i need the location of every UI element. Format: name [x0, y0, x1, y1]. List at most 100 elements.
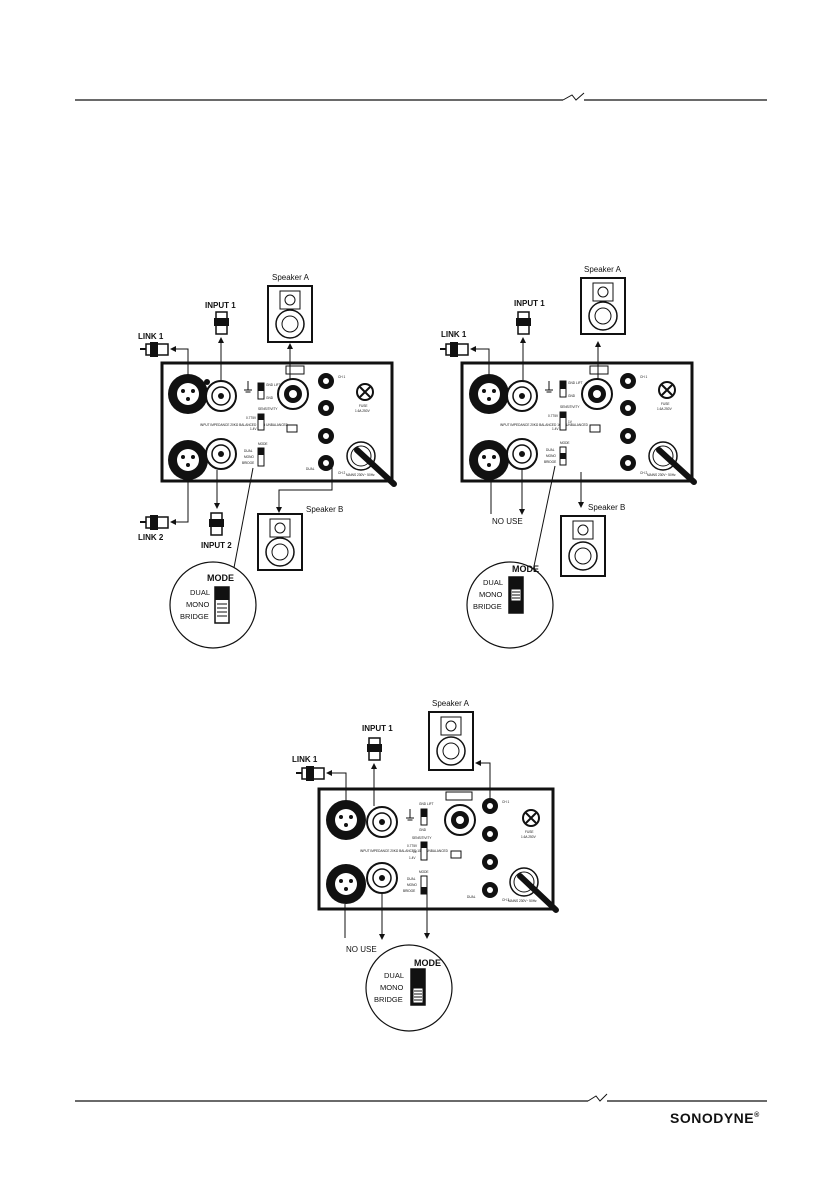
arrow-speaker-a — [475, 760, 481, 766]
dual-tag: DUAL — [467, 895, 476, 899]
sens-2-label: 1V — [413, 850, 418, 854]
xlr-input-2[interactable] — [326, 864, 366, 904]
mode-option-bridge: BRIDGE — [180, 612, 209, 621]
arrow-input-1 — [371, 763, 377, 769]
arrow-speaker-b — [578, 502, 584, 508]
arrow-input-1 — [218, 337, 224, 343]
binding-posts[interactable] — [620, 373, 636, 471]
mode-switch[interactable] — [559, 446, 567, 466]
input-1-label: INPUT 1 — [514, 299, 545, 308]
mode-bridge-label: BRIDGE — [403, 889, 415, 893]
mode-dual-label: DUAL — [244, 449, 253, 453]
sens-2-label: 1V — [568, 420, 573, 424]
sens-1-label: 0.775V — [407, 844, 418, 848]
ch2-label: CH 2 — [338, 471, 345, 475]
ch1-label: CH 1 — [338, 375, 345, 379]
fuse-holder[interactable] — [658, 381, 676, 399]
mains-label: MAINS 230V~ 50Hz — [346, 473, 375, 477]
mode-label: MODE — [258, 442, 268, 446]
xlr-input-1[interactable] — [168, 374, 208, 414]
dual-tag: DUAL — [306, 467, 315, 471]
mode-label: MODE — [419, 870, 429, 874]
link-2-connector — [140, 515, 169, 530]
no-use-label: NO USE — [346, 945, 377, 954]
mains-label: MAINS 230V~ 50Hz — [647, 473, 676, 477]
mode-label: MODE — [560, 441, 570, 445]
xlr-input-1[interactable] — [326, 800, 366, 840]
wire-link-1 — [473, 348, 490, 375]
mains-label: MAINS 230V~ 50Hz — [508, 899, 537, 903]
sens-3-label: 1.4V — [552, 427, 559, 431]
mode-switch[interactable] — [420, 875, 428, 895]
xlr-input-2[interactable] — [469, 440, 509, 480]
gnd-lift-switch[interactable] — [559, 380, 567, 398]
mode-option-bridge: BRIDGE — [374, 995, 403, 1004]
link-1-connector — [296, 766, 325, 781]
link-1-connector — [440, 342, 469, 357]
mode-dual-label: DUAL — [546, 448, 555, 452]
speakon-ch1[interactable] — [277, 378, 309, 410]
mode-switch[interactable] — [257, 447, 265, 467]
fuse-rating: 1.6A 250V — [521, 835, 537, 839]
sens-1-label: 0.775V — [246, 416, 257, 420]
combo-jack-1[interactable] — [366, 806, 398, 838]
xlr-input-2[interactable] — [168, 440, 208, 480]
mode-callout-leader — [232, 467, 254, 574]
ch-indicator-box — [450, 850, 462, 859]
binding-posts[interactable] — [318, 373, 334, 471]
arrow-speaker-b — [276, 507, 282, 513]
ground-symbol — [244, 381, 252, 393]
sensitivity-label: SENSITIVITY — [560, 405, 580, 409]
speakon-label-plate — [285, 365, 305, 375]
speakon-ch1[interactable] — [581, 378, 613, 410]
fuse-label: FUSE — [525, 830, 534, 834]
gnd-lift-switch[interactable] — [257, 382, 265, 400]
fuse-label: FUSE — [359, 404, 368, 408]
link-1-connector — [140, 342, 169, 357]
arrow-speaker-a — [595, 341, 601, 347]
ch-indicator-box — [286, 424, 298, 433]
speakon-ch1[interactable] — [444, 804, 476, 836]
mode-callout-title: MODE — [512, 564, 539, 574]
fuse-label: FUSE — [661, 402, 670, 406]
gnd-lift-label: GND LIFT — [419, 802, 434, 806]
mode-option-mono: MONO — [186, 600, 209, 609]
fuse-holder[interactable] — [356, 383, 374, 401]
speaker-b — [257, 513, 303, 571]
link-1-label: LINK 1 — [138, 332, 164, 341]
combo-jack-2[interactable] — [506, 438, 538, 470]
sensitivity-switch[interactable] — [559, 411, 567, 431]
mode-mono-label: MONO — [546, 454, 556, 458]
sensitivity-switch[interactable] — [420, 841, 428, 861]
sensitivity-switch[interactable] — [257, 413, 265, 431]
mode-callout-leader — [532, 465, 556, 572]
binding-posts[interactable] — [482, 798, 498, 898]
combo-jack-1[interactable] — [204, 379, 237, 412]
input-1-label: INPUT 1 — [362, 724, 393, 733]
combo-jack-1[interactable] — [506, 380, 538, 412]
header-rule — [75, 92, 767, 101]
wire-link-1 — [173, 348, 189, 375]
input-1-label: INPUT 1 — [205, 301, 236, 310]
fuse-rating: 1.6A 250V — [657, 407, 673, 411]
combo-jack-2[interactable] — [366, 862, 398, 894]
mode-option-mono: MONO — [380, 983, 403, 992]
speaker-a-label: Speaker A — [272, 273, 310, 282]
mode-option-dual: DUAL — [483, 578, 503, 587]
arrow-link-2 — [170, 519, 176, 525]
fuse-holder[interactable] — [522, 809, 540, 827]
impedance-text: INPUT IMPEDANCE 20KΩ BALANCED 10KΩ UNBAL… — [200, 423, 289, 427]
ch-indicator-box — [589, 424, 601, 433]
gnd-lift-label: GND LIFT — [568, 381, 583, 385]
mode-callout-dual: MODE DUAL MONO BRIDGE — [169, 561, 257, 649]
speakon-label-plate — [445, 791, 473, 801]
arrow-no-use — [519, 509, 525, 515]
speaker-b-label: Speaker B — [306, 505, 343, 514]
no-use-label: NO USE — [492, 517, 523, 526]
xlr-input-1[interactable] — [469, 374, 509, 414]
combo-jack-2[interactable] — [205, 438, 237, 470]
gnd-label: GND — [568, 394, 576, 398]
gnd-lift-switch[interactable] — [420, 808, 428, 826]
